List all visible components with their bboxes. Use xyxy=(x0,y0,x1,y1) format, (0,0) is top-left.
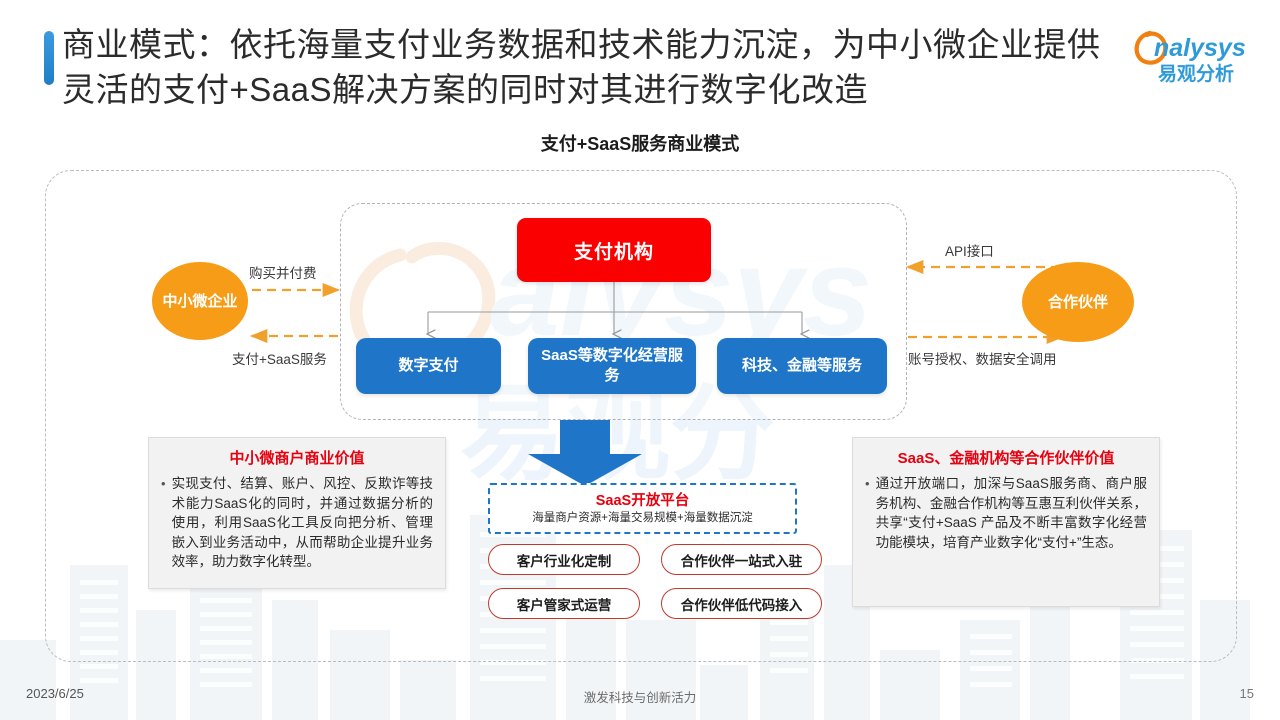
bullet-dot: • xyxy=(161,476,166,491)
actor-sme-enterprises[interactable]: 中小微企业 xyxy=(152,262,248,340)
service-box-digital-payment[interactable]: 数字支付 xyxy=(356,338,501,394)
service-box-tech-finance[interactable]: 科技、金融等服务 xyxy=(717,338,887,394)
footer-date: 2023/6/25 xyxy=(26,686,84,701)
actor-partners[interactable]: 合作伙伴 xyxy=(1022,262,1134,342)
tag-partner-lowcode[interactable]: 合作伙伴低代码接入 xyxy=(661,588,822,619)
edge-label-auth: 账号授权、数据安全调用 xyxy=(908,352,1057,367)
footer-page-number: 15 xyxy=(1239,686,1254,701)
saas-platform-title: SaaS开放平台 xyxy=(595,492,690,509)
analysys-logo: nalysys 易观分析 xyxy=(1134,30,1246,84)
outer-dashed-frame xyxy=(45,170,1237,662)
saas-open-platform-box[interactable]: SaaS开放平台 海量商户资源+海量交易规模+海量数据沉淀 xyxy=(488,483,797,534)
title-accent-bar xyxy=(44,31,54,85)
tag-customer-stewardship[interactable]: 客户管家式运营 xyxy=(488,588,640,619)
diagram-subtitle: 支付+SaaS服务商业模式 xyxy=(540,134,740,154)
value-card-merchant-text: 实现支付、结算、账户、风控、反欺诈等技术能力SaaS化的同时，并通过数据分析的使… xyxy=(171,476,433,569)
value-card-merchant: 中小微商户商业价值 • 实现支付、结算、账户、风控、反欺诈等技术能力SaaS化的… xyxy=(148,437,446,589)
tag-industry-customization[interactable]: 客户行业化定制 xyxy=(488,544,640,575)
svg-text:易观分析: 易观分析 xyxy=(1158,62,1234,84)
down-arrow-icon xyxy=(528,420,642,486)
footer: 2023/6/25 激发科技与创新活力 15 xyxy=(0,674,1280,720)
edge-label-service: 支付+SaaS服务 xyxy=(232,352,327,367)
edge-label-purchase: 购买并付费 xyxy=(249,266,317,281)
svg-text:nalysys: nalysys xyxy=(1154,34,1246,62)
footer-slogan: 激发科技与创新活力 xyxy=(583,691,697,705)
value-card-partner-title: SaaS、金融机构等合作伙伴价值 xyxy=(897,450,1115,467)
page-title: 商业模式：依托海量支付业务数据和技术能力沉淀，为中小微企业提供灵活的支付+Saa… xyxy=(62,26,1101,108)
bullet-dot: • xyxy=(865,476,870,491)
service-box-saas-operations[interactable]: SaaS等数字化经营服务 xyxy=(528,338,696,394)
saas-platform-subtitle: 海量商户资源+海量交易规模+海量数据沉淀 xyxy=(532,511,753,524)
value-card-partner: SaaS、金融机构等合作伙伴价值 • 通过开放端口，加深与SaaS服务商、商户服… xyxy=(852,437,1160,607)
payment-institution-box[interactable]: 支付机构 xyxy=(517,218,711,282)
edge-label-api: API接口 xyxy=(945,244,994,259)
tag-partner-onboarding[interactable]: 合作伙伴一站式入驻 xyxy=(661,544,822,575)
value-card-partner-text: 通过开放端口，加深与SaaS服务商、商户服务机构、金融合作机构等互惠互利伙伴关系… xyxy=(875,476,1147,550)
value-card-merchant-title: 中小微商户商业价值 xyxy=(229,450,365,467)
